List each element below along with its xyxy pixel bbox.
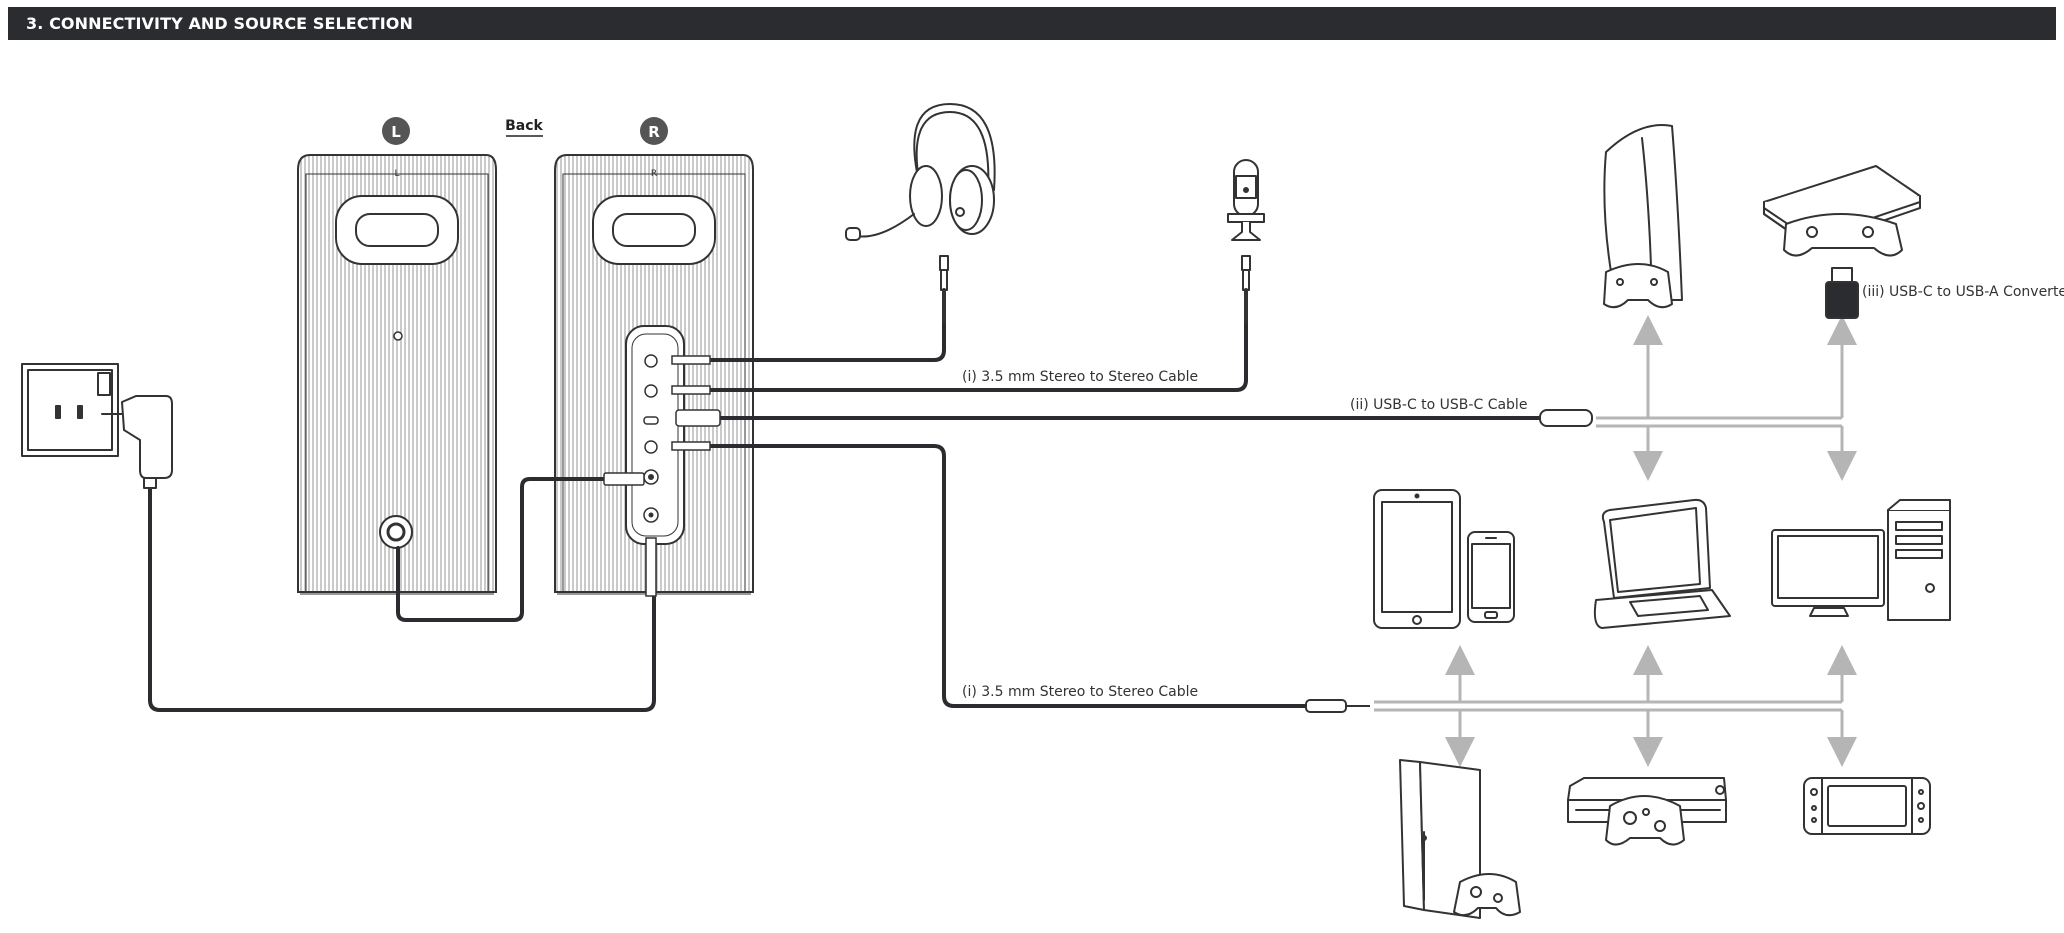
- xbox-series-x-icon: [1399, 759, 1521, 919]
- plugs: [603, 355, 721, 597]
- left-badge: [382, 117, 410, 145]
- cable-lines: [148, 318, 1542, 712]
- power-cable: [148, 484, 656, 712]
- aux-plug: [1305, 699, 1347, 713]
- right-speaker: R R: [554, 117, 754, 595]
- right-top-mark: R: [651, 169, 657, 179]
- headset-cable: [708, 318, 946, 362]
- usb-dongle-icon: [1825, 267, 1859, 319]
- nintendo-switch-icon: [1803, 777, 1931, 835]
- left-badge-text: L: [391, 123, 401, 141]
- desktop-pc-icon: [1771, 499, 1951, 621]
- power-adapter-icon: [101, 395, 173, 489]
- playstation4-icon: [1763, 165, 1921, 257]
- microphone-icon: [1227, 159, 1265, 324]
- speaker-link-cable: [396, 477, 614, 622]
- headset-icon: [845, 103, 996, 324]
- mic-port: [644, 384, 658, 398]
- left-top-mark: L: [394, 169, 399, 179]
- converter-label: (iii) USB-C to USB-A Converter: [1862, 284, 2064, 300]
- section-header: 3. CONNECTIVITY AND SOURCE SELECTION: [8, 7, 2056, 40]
- phone-icon: [1467, 531, 1515, 623]
- xbox-one-icon: [1567, 777, 1727, 846]
- back-label: Back: [505, 118, 543, 134]
- playstation5-icon: [1603, 124, 1683, 309]
- distribution-lines: [1374, 315, 1857, 767]
- laptop-icon: [1593, 498, 1731, 629]
- left-speaker: L L: [297, 117, 497, 595]
- usbc-plug: [1539, 409, 1593, 427]
- mic-cable: [708, 318, 1248, 392]
- aux-cable-bottom: [708, 444, 1310, 708]
- section-title: 3. CONNECTIVITY AND SOURCE SELECTION: [26, 14, 413, 33]
- right-badge-text: R: [648, 123, 660, 141]
- headphone-port: [644, 354, 658, 368]
- usbc-cable-label: (ii) USB-C to USB-C Cable: [1350, 397, 1527, 413]
- right-badge: [640, 117, 668, 145]
- aux-cable-bottom-label: (i) 3.5 mm Stereo to Stereo Cable: [962, 684, 1198, 700]
- tablet-icon: [1373, 489, 1461, 629]
- aux-cable-top-label: (i) 3.5 mm Stereo to Stereo Cable: [962, 369, 1198, 385]
- usbc-port: [643, 416, 659, 425]
- wall-socket-icon: [21, 363, 119, 457]
- aux-port: [644, 440, 658, 454]
